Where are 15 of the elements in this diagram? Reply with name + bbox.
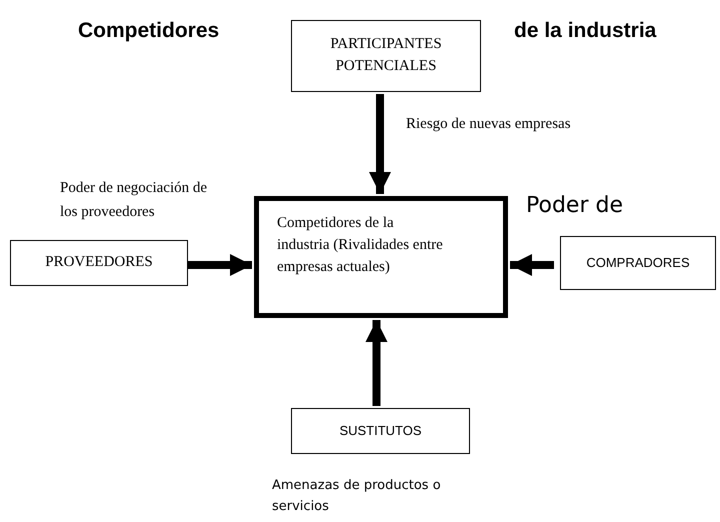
arrow xyxy=(369,94,391,194)
force-label: Riesgo de nuevas empresas xyxy=(406,115,572,134)
central-box: Competidores de la industria (Rivalidades entre empresas actuales) xyxy=(254,196,508,318)
arrow xyxy=(366,320,388,406)
force-label: Poder de negociación de los proveedores xyxy=(60,179,208,222)
title-text: de la industria xyxy=(514,18,658,44)
title-text: Competidores xyxy=(78,18,220,44)
force-label: Poder de xyxy=(526,192,624,220)
process-box: PARTICIPANTES POTENCIALES xyxy=(291,20,481,92)
force-label: Amenazas de productos o servicios xyxy=(272,477,442,516)
process-box: SUSTITUTOS xyxy=(291,408,470,454)
arrow xyxy=(510,254,554,276)
process-box: PROVEEDORES xyxy=(10,240,188,286)
arrow xyxy=(188,254,252,276)
process-box: COMPRADORES xyxy=(560,236,716,290)
